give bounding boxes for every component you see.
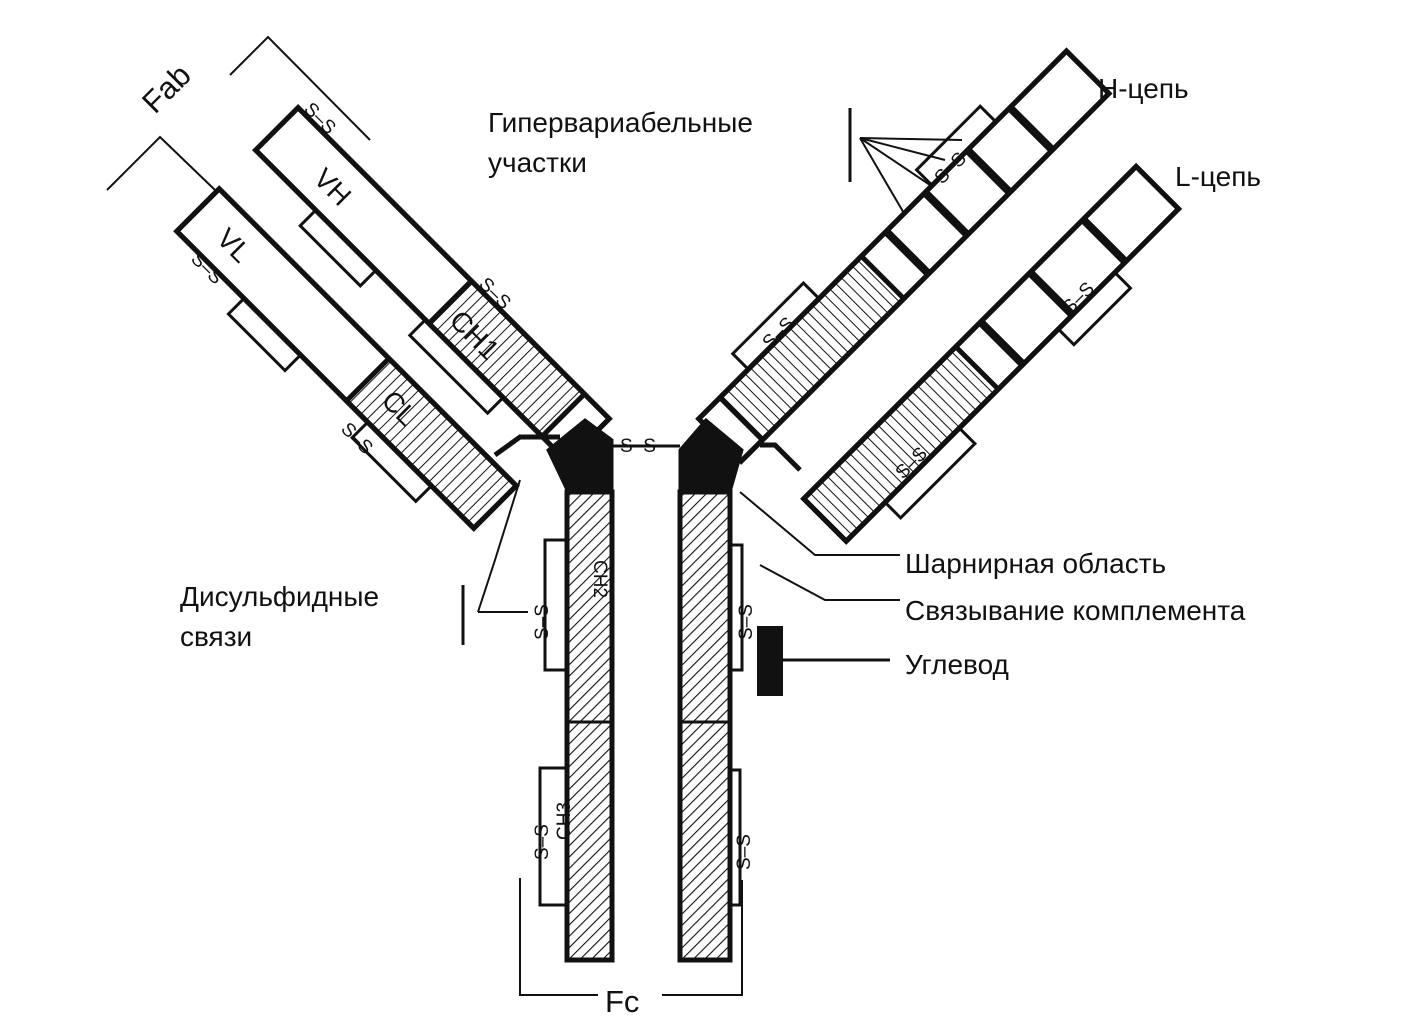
right-light-chain bbox=[800, 162, 1183, 545]
right-fab-arm bbox=[695, 47, 1183, 545]
l-chain-label: L-цепь bbox=[1175, 161, 1261, 192]
fc-bracket bbox=[519, 878, 743, 996]
h-chain-label: H-цепь bbox=[1098, 73, 1189, 104]
hypervariable-label-line1: Гипервариабельные bbox=[488, 107, 753, 138]
hinge-region bbox=[546, 417, 744, 494]
leader-lines bbox=[461, 108, 963, 662]
hinge-label: Шарнирная область bbox=[905, 548, 1166, 579]
fc-stem bbox=[538, 489, 783, 963]
fab-bracket bbox=[106, 35, 371, 191]
left-light-chain bbox=[173, 185, 520, 532]
ch2-label: CH2 bbox=[589, 560, 610, 598]
right-fc-chain bbox=[677, 489, 733, 963]
carbohydrate-block bbox=[757, 626, 783, 696]
disulfide-label-line1: Дисульфидные bbox=[180, 581, 379, 612]
hypervariable-label-line2: участки bbox=[488, 147, 587, 178]
ss-label-hinge: S–S bbox=[620, 436, 656, 457]
complement-label: Связывание комплемента bbox=[905, 595, 1246, 626]
left-fc-chain bbox=[564, 489, 615, 963]
left-fab-arm bbox=[173, 104, 613, 532]
fc-label: Fc bbox=[605, 984, 639, 1019]
fab-label: Fab bbox=[135, 57, 198, 120]
right-heavy-chain bbox=[695, 47, 1113, 465]
ch3-label: CH3 bbox=[554, 802, 575, 840]
carbohydrate-label: Углевод bbox=[905, 649, 1009, 680]
ss-label-ch2-left: S–S bbox=[532, 604, 553, 640]
disulfide-label-line2: связи bbox=[180, 621, 252, 652]
ss-label-ch3-right: S–S bbox=[734, 834, 755, 870]
ss-label-ch3-left: S–S bbox=[532, 824, 553, 860]
ss-label-ch2-right: S–S bbox=[736, 604, 757, 640]
